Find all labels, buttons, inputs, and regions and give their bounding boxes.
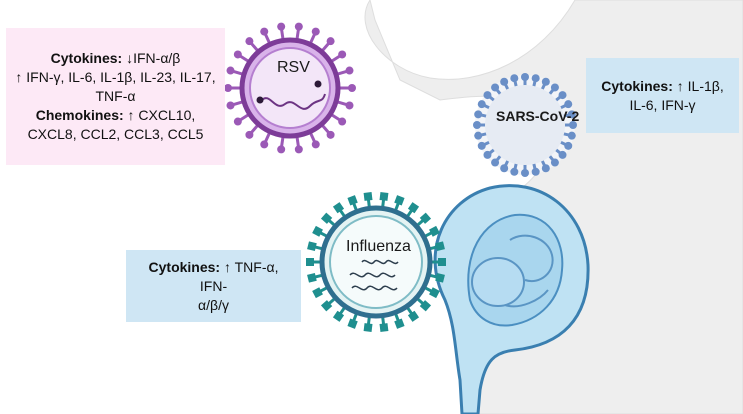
- rsv-chemokines-line2: CXCL8, CCL2, CCL3, CCL5: [27, 126, 204, 142]
- sars-cytokines-line2: IL-6, IFN-γ: [629, 96, 696, 113]
- flu-cytokines-value1: ↑ TNF-α, IFN-: [199, 258, 279, 294]
- flu-cytokines-title: Cytokines:: [148, 258, 221, 275]
- rsv-virus-icon: [224, 22, 356, 154]
- flu-cytokines-line2: α/β/γ: [198, 296, 229, 313]
- rsv-chemokines-value1: ↑ CXCL10,: [127, 107, 196, 123]
- rsv-chemokines-line1: Chemokines: ↑ CXCL10,: [12, 106, 219, 125]
- flu-cytokines-line1: Cytokines: ↑ TNF-α, IFN-: [134, 258, 293, 296]
- rsv-cytokines-title: Cytokines:: [50, 50, 123, 66]
- influenza-label: Influenza: [346, 238, 411, 255]
- sars-cov-2-immune-response-box: Cytokines: ↑ IL-1β, IL-6, IFN-γ: [586, 58, 739, 133]
- sars-cytokines-line1: Cytokines: ↑ IL-1β,: [594, 77, 731, 96]
- uterus-fetus-illustration: [433, 184, 590, 414]
- rsv-chemokines-title: Chemokines:: [35, 107, 124, 123]
- rsv-cytokines-line2: ↑ IFN-γ, IL-6, IL-1β, IL-23, IL-17,: [15, 69, 216, 85]
- rsv-label: RSV: [277, 59, 310, 76]
- sars-cytokines-value1: ↑ IL-1β,: [676, 77, 724, 94]
- rsv-immune-response-box: Cytokines: ↓IFN-α/β ↑ IFN-γ, IL-6, IL-1β…: [6, 28, 225, 165]
- influenza-virus-icon: [306, 192, 446, 332]
- sars-cov-2-virus-icon: [473, 73, 577, 177]
- rsv-cytokines-line1: Cytokines: ↓IFN-α/β: [12, 49, 219, 68]
- rsv-cytokines-value1: ↓IFN-α/β: [126, 50, 181, 66]
- sars-cov-2-label: SARS-CoV-2: [496, 108, 580, 124]
- sars-cytokines-title: Cytokines:: [601, 77, 673, 94]
- influenza-immune-response-box: Cytokines: ↑ TNF-α, IFN- α/β/γ: [126, 250, 301, 322]
- rsv-cytokines-line3: TNF-α: [95, 88, 136, 104]
